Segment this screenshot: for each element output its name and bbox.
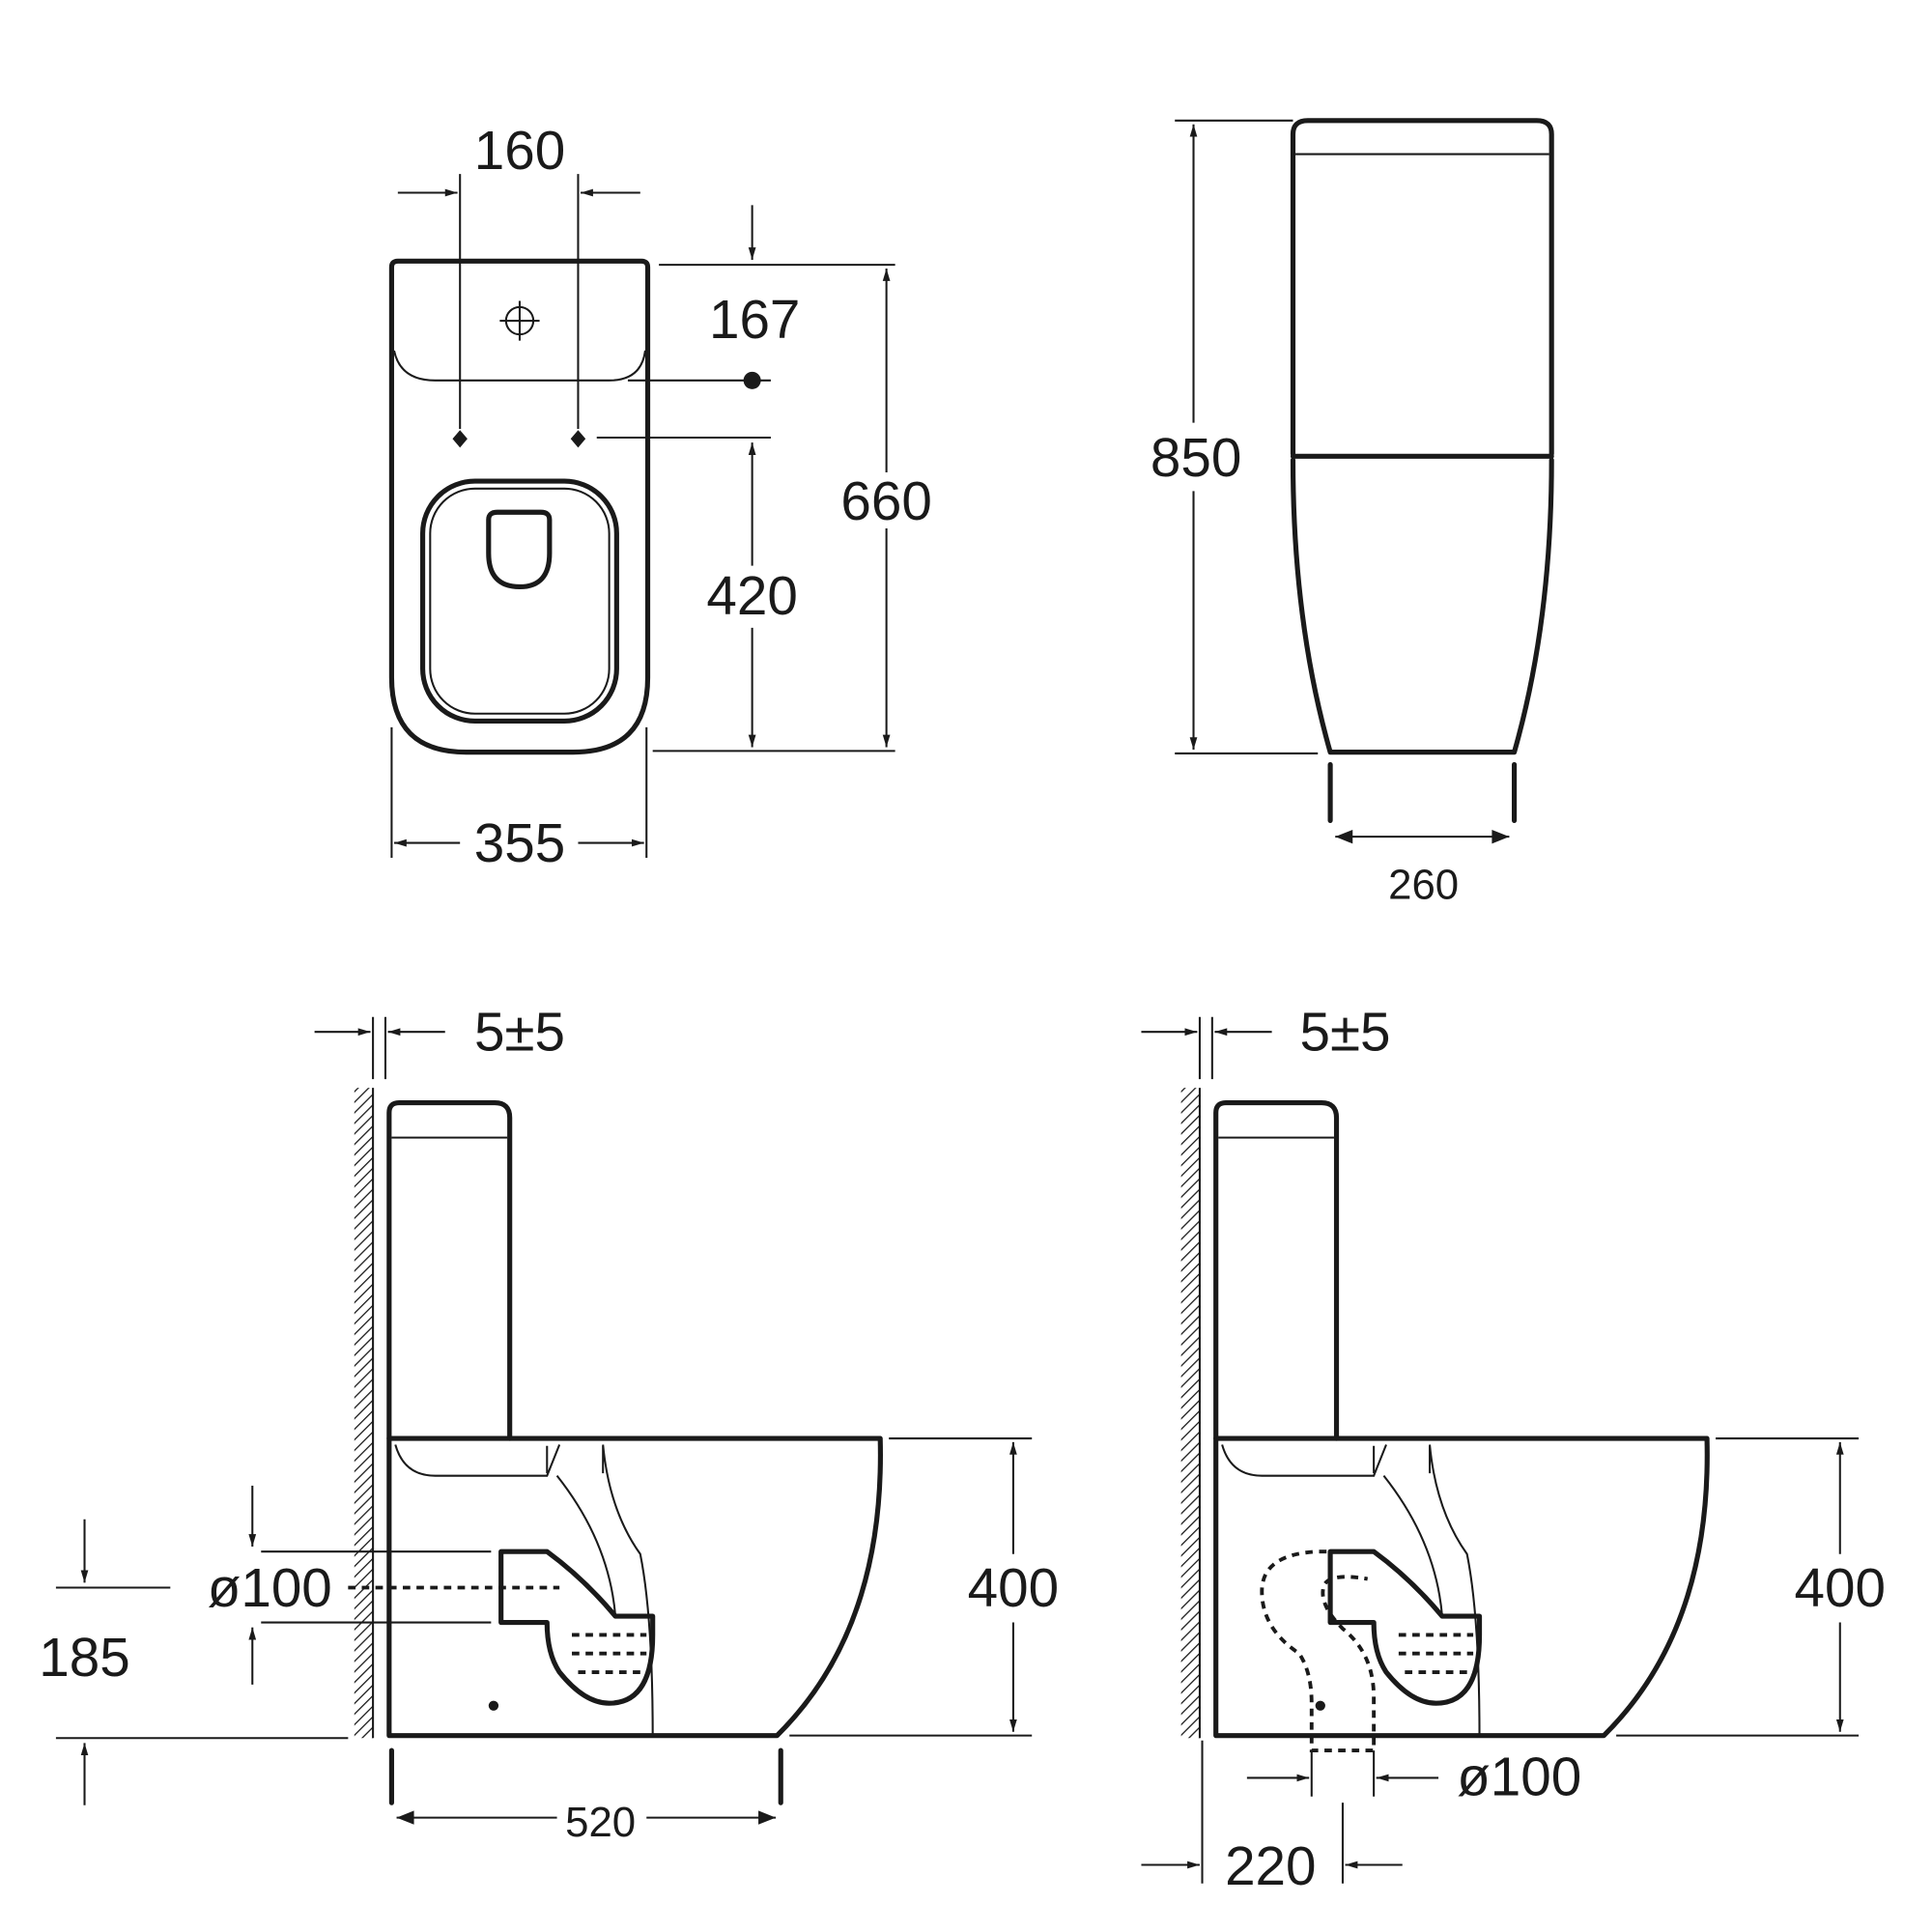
dim-wall-gap: 5±5 (474, 1002, 565, 1063)
dim-355: 355 (474, 812, 565, 873)
dim-400-2: 400 (1795, 1557, 1886, 1618)
dim-wall-gap-2: 5±5 (1300, 1002, 1391, 1063)
dim-220: 220 (1225, 1835, 1316, 1896)
dim-185: 185 (39, 1627, 129, 1688)
side-view-vertical-outlet (1181, 1088, 1708, 1738)
dim-400: 400 (968, 1557, 1059, 1618)
top-view: 160 167 420 660 355 (388, 120, 932, 873)
side-view-vertical-details: 5±5 400 ø100 220 (1141, 1002, 1886, 1896)
front-view: 850 260 (1151, 118, 1554, 909)
dim-outlet-diameter-2: ø100 (1457, 1746, 1581, 1806)
dim-outlet-diameter: ø100 (208, 1557, 332, 1618)
dim-420: 420 (706, 565, 797, 626)
dim-660: 660 (840, 470, 931, 531)
dim-520: 520 (565, 1799, 636, 1846)
dim-260: 260 (1388, 862, 1459, 909)
dim-850: 850 (1151, 427, 1241, 488)
side-view-horizontal-outlet (354, 1088, 883, 1739)
flush-button-icon (499, 300, 540, 341)
dim-167: 167 (709, 289, 800, 350)
dim-160: 160 (474, 120, 565, 181)
side-view-horizontal-details: ø100 185 5±5 400 520 (39, 1002, 1059, 1846)
